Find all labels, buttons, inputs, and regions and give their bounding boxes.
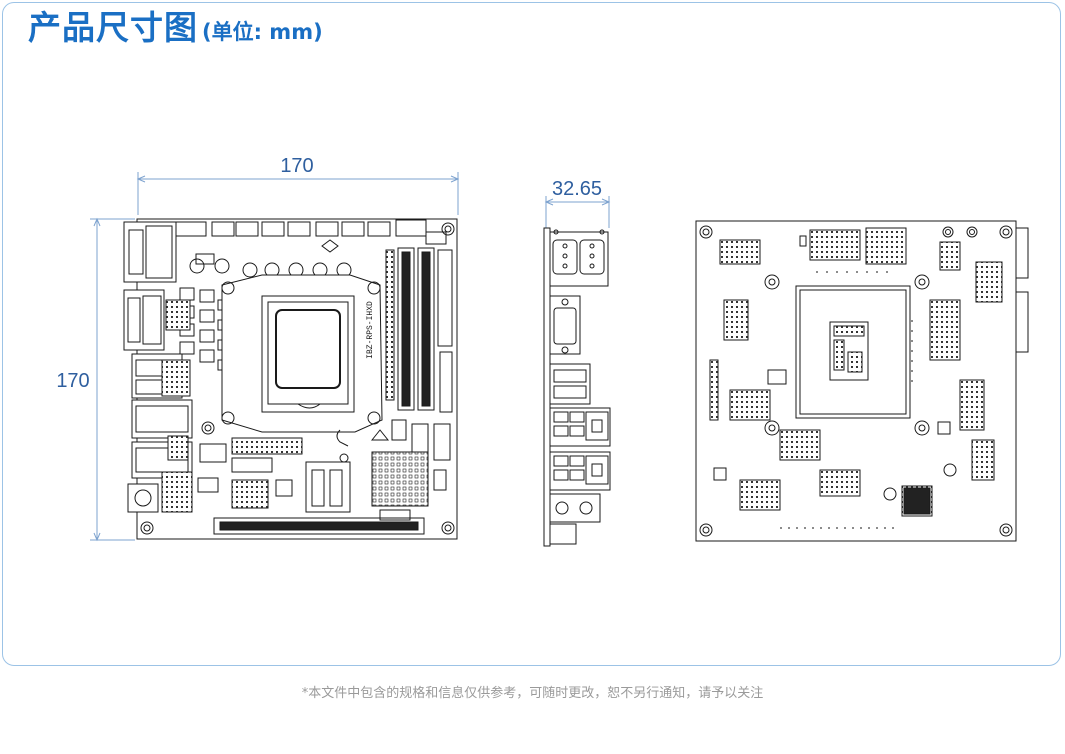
- board-side-view: [543, 227, 611, 547]
- board-front-view: [123, 218, 458, 540]
- height-dimension: [90, 217, 135, 542]
- page-title: 产品尺寸图(单位: mm): [28, 6, 323, 54]
- thickness-label: 32.65: [552, 178, 602, 200]
- height-label: 170: [56, 370, 89, 392]
- width-label: 170: [280, 155, 313, 177]
- board-back-view: [695, 220, 1029, 542]
- board-silkscreen: IBZ-RPS-IHXD: [366, 301, 375, 359]
- title-text: 产品尺寸图: [28, 8, 198, 47]
- disclaimer-note: *本文件中包含的规格和信息仅供参考，可随时更改，恕不另行通知，请予以关注: [301, 686, 764, 701]
- width-dimension: [136, 172, 460, 215]
- unit-label: (单位: mm): [202, 20, 323, 44]
- thickness-dimension: [544, 196, 611, 228]
